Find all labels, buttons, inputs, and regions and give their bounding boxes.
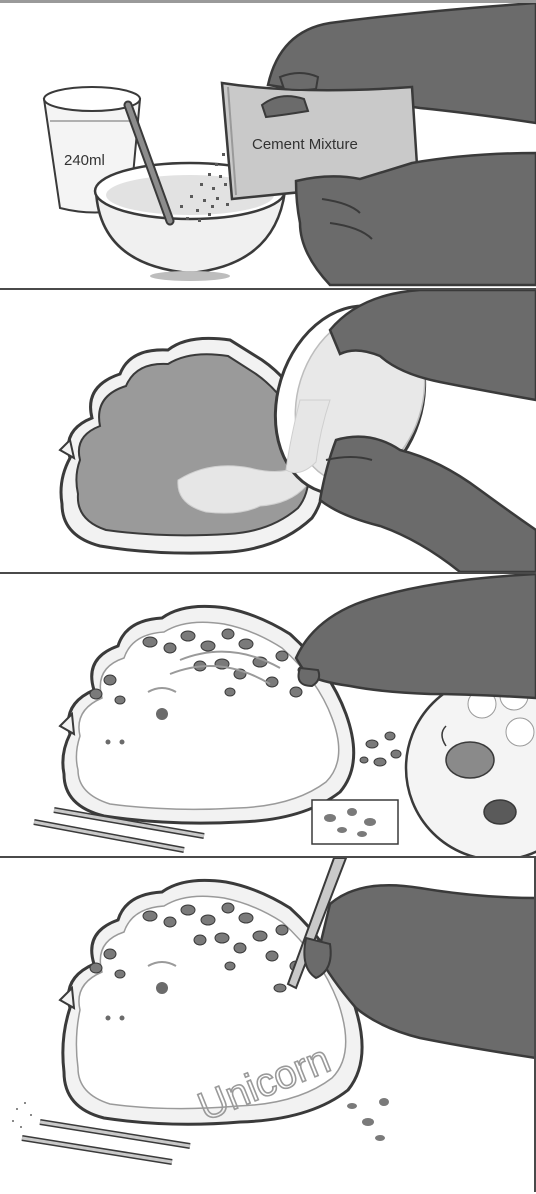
- loose-stones-final: [347, 1098, 389, 1141]
- step-1-illustration: 240ml: [0, 3, 536, 288]
- step-4-panel: Unicorn: [0, 858, 536, 1190]
- placing-hand: [296, 574, 536, 698]
- detail-magnifier: [406, 676, 536, 856]
- dust-particles: [12, 1102, 32, 1128]
- step-2-panel: [0, 290, 536, 572]
- step-4-illustration: Unicorn: [0, 858, 536, 1190]
- step-3-illustration: [0, 574, 536, 856]
- cup-label: 240ml: [64, 152, 105, 169]
- tool-sticks-final: [22, 1122, 190, 1162]
- loose-stones: [360, 732, 401, 766]
- step-1-panel: 240ml: [0, 3, 536, 288]
- step-3-panel: [0, 574, 536, 856]
- step-2-illustration: [0, 290, 536, 572]
- stone-tray: [312, 800, 398, 844]
- bag-label: Cement Mixture: [252, 136, 358, 153]
